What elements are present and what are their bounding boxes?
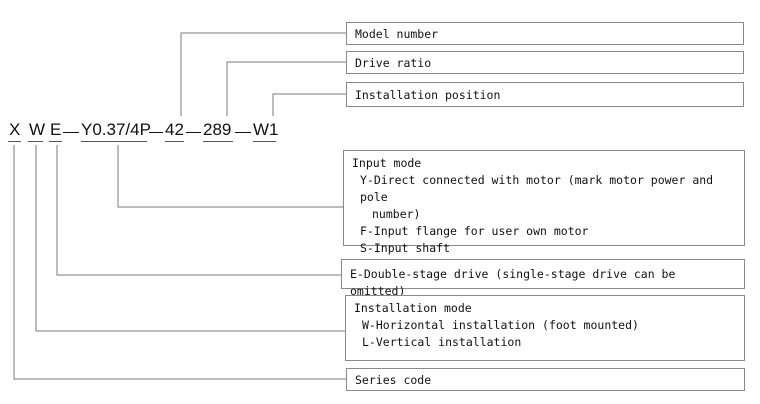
installation-mode-title: Installation mode (354, 301, 472, 315)
code-underline (28, 141, 43, 142)
input-mode-s: S-Input shaft (360, 241, 451, 255)
series-code-label: Series code (355, 373, 432, 387)
code-underline (253, 141, 276, 142)
input-mode-box: Input mode Y-Direct connected with motor… (343, 150, 745, 255)
code-input: Y0.37/4P (81, 120, 151, 139)
code-underline (81, 141, 147, 142)
connector-double-stage (56, 145, 341, 276)
code-underline (8, 141, 21, 142)
code-e: E (50, 120, 62, 139)
input-mode-title: Input mode (352, 156, 422, 170)
installation-mode-box: Installation mode W-Horizontal installat… (345, 295, 745, 361)
input-mode-y-line1: Y-Direct connected with motor (mark moto… (360, 173, 714, 204)
double-stage-label: E-Double-stage drive (single-stage drive… (350, 267, 676, 298)
connector-model-number (180, 32, 346, 116)
drive-ratio-label: Drive ratio (355, 56, 432, 70)
code-underline (203, 141, 233, 142)
installation-mode-w: W-Horizontal installation (foot mounted) (362, 318, 639, 332)
connector-installation-position (272, 93, 346, 116)
input-mode-f: F-Input flange for user own motor (360, 224, 589, 238)
drive-ratio-box: Drive ratio (346, 51, 744, 74)
installation-position-box: Installation position (346, 82, 744, 107)
connector-installation-mode (35, 145, 345, 332)
installation-mode-l: L-Vertical installation (362, 335, 522, 349)
series-code-box: Series code (346, 368, 745, 391)
code-model: 42 (165, 120, 184, 139)
input-mode-y-line2: number) (372, 207, 421, 221)
model-number-box: Model number (346, 22, 744, 45)
code-ratio: 289 (203, 120, 232, 139)
code-position: W1 (253, 120, 279, 139)
installation-position-label: Installation position (355, 88, 501, 102)
code-dash (149, 132, 163, 133)
code-w: W (29, 120, 46, 139)
code-dash (235, 132, 251, 133)
double-stage-box: E-Double-stage drive (single-stage drive… (341, 259, 745, 298)
code-underline (49, 141, 62, 142)
code-x: X (9, 120, 21, 139)
connector-drive-ratio (226, 61, 346, 116)
code-dash (63, 132, 79, 133)
model-number-label: Model number (355, 27, 439, 41)
code-dash (186, 132, 201, 133)
connector-series-code (13, 145, 346, 380)
code-underline (165, 141, 184, 142)
connector-input-mode (117, 145, 343, 208)
